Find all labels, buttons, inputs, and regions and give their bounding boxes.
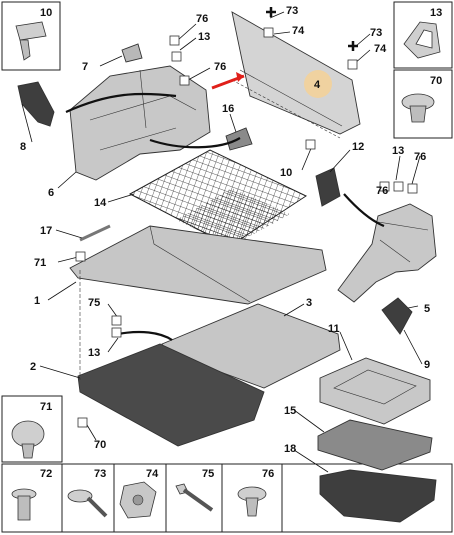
part-17-strip <box>79 224 111 242</box>
svg-text:70: 70 <box>430 75 442 87</box>
fastener-box-13: 13 <box>393 1 453 69</box>
part-4-rear-trim-panel: 4 <box>211 11 361 139</box>
fastener-box-71: 71 <box>1 395 63 463</box>
callout-74-left: 74 <box>292 25 305 37</box>
callout-17: 17 <box>40 225 52 237</box>
routing-line-center <box>149 137 241 149</box>
fastener-box-70: 70 <box>393 69 453 139</box>
callout-76-top: 76 <box>196 13 208 25</box>
callout-13-top: 13 <box>198 31 210 43</box>
callout-10: 10 <box>280 167 292 179</box>
callout-13-lower: 13 <box>88 347 100 359</box>
callout-76-right-top: 76 <box>414 151 426 163</box>
callout-18: 18 <box>284 443 296 455</box>
part-1-floor-panel <box>69 225 327 305</box>
callout-73-left: 73 <box>286 5 298 17</box>
fastener-box-75: 75 <box>175 468 214 512</box>
callout-12: 12 <box>352 141 364 153</box>
part-14-cargo-net <box>128 149 308 247</box>
callout-9: 9 <box>424 359 430 371</box>
callout-14: 14 <box>94 197 107 209</box>
callout-11: 11 <box>328 323 340 335</box>
part-18-tray <box>319 469 437 523</box>
svg-text:75: 75 <box>202 468 214 480</box>
callout-70: 70 <box>94 439 106 451</box>
callout-75: 75 <box>88 297 100 309</box>
callout-8: 8 <box>20 141 26 153</box>
callout-76-mid: 76 <box>214 61 226 73</box>
fastener-box-73: 73 <box>67 468 108 518</box>
callout-71: 71 <box>34 257 46 269</box>
svg-text:13: 13 <box>430 7 442 19</box>
part-5-right-side-trim <box>337 203 437 303</box>
callout-2: 2 <box>30 361 36 373</box>
part-15-insert <box>317 419 433 471</box>
part-2-floor-mat <box>77 343 265 447</box>
part-6-left-side-trim <box>69 65 211 181</box>
plus-markers <box>266 7 358 51</box>
part-11-storage-tray <box>319 357 431 425</box>
callout-5: 5 <box>424 303 430 315</box>
part-7-cover <box>121 43 143 63</box>
svg-text:10: 10 <box>40 7 52 19</box>
fastener-row <box>1 463 453 533</box>
fastener-box-10: 10 <box>1 1 61 71</box>
callout-15: 15 <box>284 405 296 417</box>
callout-74-right: 74 <box>374 43 387 55</box>
part-9-bracket <box>381 297 413 335</box>
svg-text:71: 71 <box>40 401 52 413</box>
callout-16: 16 <box>222 103 234 115</box>
routing-line-lower <box>117 330 173 341</box>
svg-text:74: 74 <box>146 468 159 480</box>
marker-squares <box>75 27 418 428</box>
callout-7: 7 <box>82 61 88 73</box>
callout-76-right: 76 <box>376 185 388 197</box>
callout-6: 6 <box>48 187 54 199</box>
svg-text:4: 4 <box>314 79 321 91</box>
callout-73-right: 73 <box>370 27 382 39</box>
routing-line-right <box>343 193 385 228</box>
routing-line-left <box>65 92 177 114</box>
fastener-box-72: 72 <box>11 468 52 521</box>
part-8-bracket <box>17 81 55 127</box>
svg-text:76: 76 <box>262 468 274 480</box>
callout-1: 1 <box>34 295 40 307</box>
callout-13-right: 13 <box>392 145 404 157</box>
svg-text:73: 73 <box>94 468 106 480</box>
callout-3: 3 <box>306 297 312 309</box>
fastener-box-76: 76 <box>237 468 274 517</box>
svg-text:72: 72 <box>40 468 52 480</box>
fastener-box-74: 74 <box>119 468 159 519</box>
part-12-flap <box>315 167 341 207</box>
